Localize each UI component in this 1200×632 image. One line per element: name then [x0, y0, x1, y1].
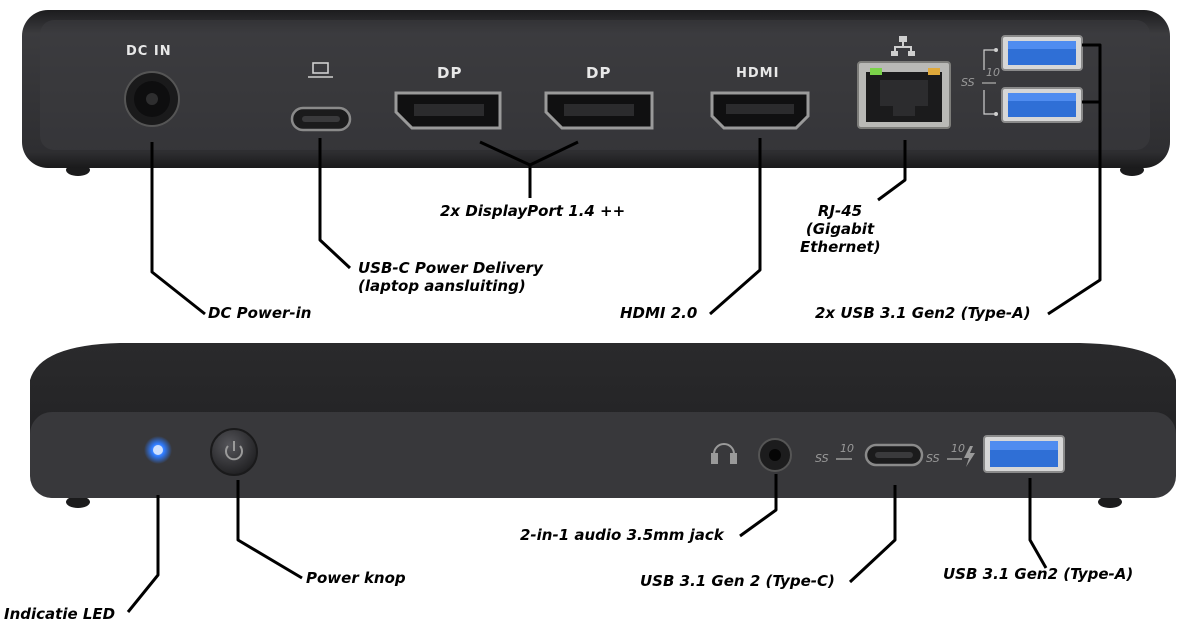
rear-usb-a-top — [1001, 35, 1083, 71]
hdmi-port — [710, 91, 810, 130]
rear-usb-c-port — [290, 106, 352, 132]
front-callout-lines — [126, 474, 1048, 613]
dc-in-port — [124, 71, 180, 127]
usba-pair-callout-line — [1047, 43, 1102, 316]
dp-2-port-label: DP — [586, 64, 612, 82]
svg-text:10: 10 — [840, 442, 854, 455]
rear-usb-a-bottom — [1001, 87, 1083, 123]
callout-usb-a: USB 3.1 Gen2 (Type-A) — [943, 565, 1134, 583]
superspeed-10-icon: SS 10 — [815, 442, 854, 465]
power-icon — [225, 441, 243, 461]
superspeed-10-icon: SS 10 — [961, 48, 1000, 116]
svg-text:10: 10 — [951, 442, 965, 455]
headphones-icon — [711, 443, 737, 464]
callout-dc-power-in: DC Power-in — [208, 304, 312, 322]
superspeed-10-icon: SS 10 — [926, 442, 965, 465]
displayport-1 — [394, 91, 502, 130]
callout-hdmi: HDMI 2.0 — [620, 304, 698, 322]
callout-power-button: Power knop — [306, 569, 406, 587]
dp-callout-line — [479, 140, 579, 198]
usbc-front-callout-line — [848, 485, 897, 584]
indicator-led-core — [153, 445, 163, 455]
callout-rj45-line1: RJ-45 — [817, 202, 863, 220]
rj45-port — [857, 61, 951, 129]
laptop-icon — [308, 62, 333, 78]
lightning-icon — [964, 446, 975, 467]
front-foot-left — [66, 496, 90, 508]
callout-usb-a-pair: 2x USB 3.1 Gen2 (Type-A) — [815, 304, 1031, 322]
front-panel: SS 10 SS 10 — [30, 343, 1176, 508]
rj45-activity-led — [928, 68, 940, 75]
callout-usb-c: USB 3.1 Gen 2 (Type-C) — [640, 572, 835, 590]
svg-text:SS: SS — [961, 76, 975, 89]
callout-indicator-led: Indicatie LED — [4, 605, 116, 623]
front-usb-a-port — [983, 435, 1065, 473]
callout-audio-jack: 2-in-1 audio 3.5mm jack — [520, 526, 724, 544]
usba-front-callout-line — [1028, 478, 1048, 569]
power-button — [210, 428, 258, 476]
displayport-2 — [544, 91, 654, 130]
callout-usb-c-pd-line1: USB-C Power Delivery — [358, 259, 543, 277]
dp-1-port-label: DP — [437, 64, 463, 82]
svg-text:SS: SS — [815, 452, 829, 465]
callout-rj45-line2: (Gigabit — [805, 220, 875, 238]
callout-rj45-line3: Ethernet) — [800, 238, 881, 256]
rj45-link-led — [870, 68, 882, 75]
network-icon — [891, 36, 915, 56]
rj45-callout-line — [877, 140, 907, 202]
dc-callout-line — [150, 142, 206, 316]
hdmi-port-label: HDMI — [736, 66, 780, 81]
usbc-callout-line — [318, 138, 352, 270]
audio-jack — [758, 438, 792, 472]
led-callout-line — [126, 495, 160, 613]
rear-face — [40, 20, 1150, 150]
svg-text:SS: SS — [926, 452, 940, 465]
svg-text:10: 10 — [986, 66, 1000, 79]
power-callout-line — [236, 480, 303, 580]
rear-callout-lines — [150, 43, 1102, 316]
hdmi-callout-line — [709, 138, 762, 316]
rear-panel: SS 10 — [22, 10, 1170, 176]
front-foot-right — [1098, 496, 1122, 508]
front-face — [30, 412, 1176, 498]
audio-callout-line — [739, 474, 778, 538]
front-usb-c-port — [864, 443, 924, 467]
dc-in-port-label: DC IN — [126, 44, 172, 59]
callout-displayport: 2x DisplayPort 1.4 ++ — [440, 202, 626, 220]
callout-usb-c-pd-line2: (laptop aansluiting) — [358, 277, 526, 295]
